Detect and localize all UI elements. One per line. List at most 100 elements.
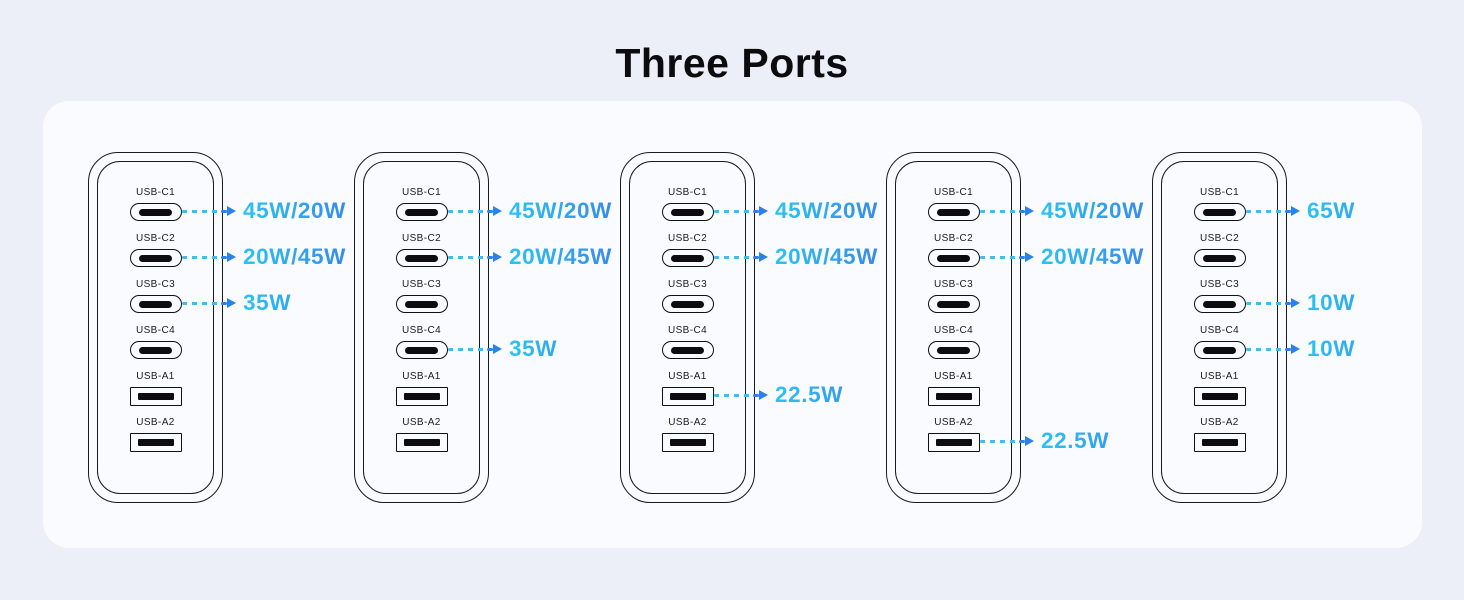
- usb-a2-port: [661, 433, 714, 452]
- port-pin: [139, 346, 172, 354]
- usb-c1-port: [395, 203, 448, 221]
- wattage-label: 20W/45W: [243, 244, 346, 269]
- charger-1-body: [97, 161, 214, 494]
- dashed-line: [448, 255, 485, 259]
- arrow-head-icon: [1291, 344, 1300, 354]
- port-pin: [137, 439, 174, 446]
- usb-c4-port: [661, 341, 714, 359]
- usb-c2-port: [1193, 249, 1246, 267]
- port-label-usb-a2: USB-A2: [402, 417, 441, 428]
- port-pin: [403, 393, 440, 400]
- port-pin: [1201, 439, 1238, 446]
- port-label-usb-c1: USB-C1: [401, 187, 442, 198]
- port-label-usb-c1: USB-C1: [135, 187, 176, 198]
- port-label-usb-c1: USB-C1: [1199, 187, 1240, 198]
- dashed-line: [182, 209, 219, 213]
- port-label-usb-a1: USB-A1: [934, 371, 973, 382]
- arrow-icon: [753, 393, 759, 397]
- charger-5-body: [1161, 161, 1278, 494]
- arrow-icon: [487, 209, 493, 213]
- port-label-usb-a1: USB-A1: [668, 371, 707, 382]
- annotation-charger3-usbc2: 20W/45W: [714, 243, 878, 271]
- usb-c1-port: [129, 203, 182, 221]
- dashed-line: [1246, 301, 1283, 305]
- charger-2: USB-C1 USB-C2 USB-C3 USB-C4 USB-A1 USB-A…: [354, 152, 489, 503]
- annotation-charger4-usbc2: 20W/45W: [980, 243, 1144, 271]
- annotation-charger4-usba2: 22.5W: [980, 427, 1109, 455]
- usb-c3-port: [661, 295, 714, 313]
- dashed-line: [980, 255, 1017, 259]
- dashed-line: [980, 439, 1017, 443]
- arrow-head-icon: [493, 206, 502, 216]
- usb-c2-port: [129, 249, 182, 267]
- port-pin: [671, 254, 704, 262]
- wattage-label: 22.5W: [775, 382, 844, 407]
- port-pin: [139, 254, 172, 262]
- usb-c4-port: [129, 341, 182, 359]
- arrow-head-icon: [1025, 206, 1034, 216]
- wattage-label: 45W/20W: [1041, 198, 1144, 223]
- usb-c3-port: [927, 295, 980, 313]
- arrow-icon: [1285, 301, 1291, 305]
- usb-c3-port: [129, 295, 182, 313]
- annotation-charger2-usbc2: 20W/45W: [448, 243, 612, 271]
- arrow-head-icon: [1291, 298, 1300, 308]
- charger-2-body: [363, 161, 480, 494]
- port-pin: [671, 300, 704, 308]
- port-pin: [937, 208, 970, 216]
- port-pin: [1201, 393, 1238, 400]
- usb-c1-port: [1193, 203, 1246, 221]
- dashed-line: [448, 347, 485, 351]
- usb-c4-port: [927, 341, 980, 359]
- charger-3-body: [629, 161, 746, 494]
- port-pin: [405, 300, 438, 308]
- wattage-label: 20W/45W: [509, 244, 612, 269]
- annotation-charger1-usbc1: 45W/20W: [182, 197, 346, 225]
- arrow-head-icon: [1025, 252, 1034, 262]
- arrow-icon: [487, 347, 493, 351]
- port-label-usb-c3: USB-C3: [401, 279, 442, 290]
- port-pin: [935, 439, 972, 446]
- arrow-icon: [1285, 347, 1291, 351]
- port-pin: [139, 300, 172, 308]
- usb-c2-port: [927, 249, 980, 267]
- arrow-head-icon: [227, 206, 236, 216]
- arrow-head-icon: [493, 344, 502, 354]
- charger-4: USB-C1 USB-C2 USB-C3 USB-C4 USB-A1 USB-A…: [886, 152, 1021, 503]
- arrow-head-icon: [759, 252, 768, 262]
- wattage-label: 35W: [509, 336, 558, 361]
- dashed-line: [714, 393, 751, 397]
- port-pin: [405, 254, 438, 262]
- port-label-usb-c2: USB-C2: [1199, 233, 1240, 244]
- dashed-line: [1246, 209, 1283, 213]
- port-label-usb-c3: USB-C3: [135, 279, 176, 290]
- port-label-usb-c2: USB-C2: [135, 233, 176, 244]
- arrow-icon: [221, 255, 227, 259]
- port-label-usb-a1: USB-A1: [136, 371, 175, 382]
- dashed-line: [980, 209, 1017, 213]
- arrow-head-icon: [227, 252, 236, 262]
- port-label-usb-c4: USB-C4: [401, 325, 442, 336]
- port-label-usb-a1: USB-A1: [402, 371, 441, 382]
- arrow-icon: [1019, 439, 1025, 443]
- usb-a1-port: [661, 387, 714, 406]
- usb-c1-port: [661, 203, 714, 221]
- port-pin: [1203, 346, 1236, 354]
- arrow-head-icon: [1025, 436, 1034, 446]
- usb-a2-port: [927, 433, 980, 452]
- page-title: Three Ports: [615, 40, 849, 86]
- usb-c2-port: [395, 249, 448, 267]
- port-pin: [669, 393, 706, 400]
- arrow-icon: [1019, 255, 1025, 259]
- arrow-icon: [221, 209, 227, 213]
- usb-c2-port: [661, 249, 714, 267]
- arrow-icon: [753, 209, 759, 213]
- wattage-label: 45W/20W: [243, 198, 346, 223]
- dashed-line: [714, 255, 751, 259]
- arrow-icon: [1019, 209, 1025, 213]
- port-label-usb-a1: USB-A1: [1200, 371, 1239, 382]
- wattage-label: 20W/45W: [775, 244, 878, 269]
- annotation-charger2-usbc4: 35W: [448, 335, 557, 363]
- annotation-charger1-usbc2: 20W/45W: [182, 243, 346, 271]
- annotation-charger1-usbc3: 35W: [182, 289, 291, 317]
